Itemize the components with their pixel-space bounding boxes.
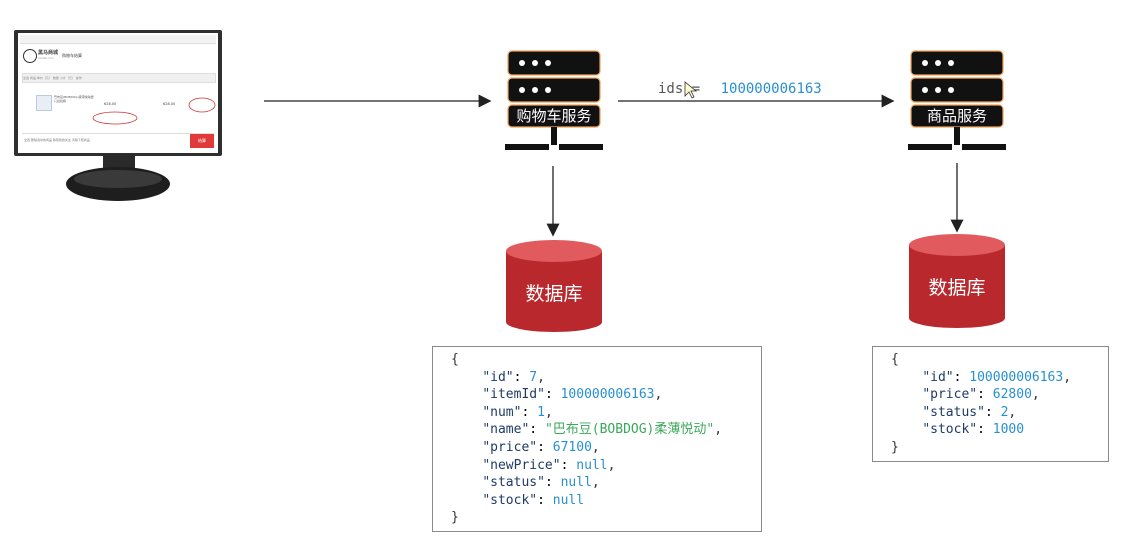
json-key: "stock"	[482, 492, 538, 508]
json-comma: ,	[607, 457, 616, 473]
json-key: "id"	[922, 369, 954, 385]
json-line: "itemId": 100000006163,	[482, 387, 663, 403]
json-comma: ,	[1008, 404, 1017, 420]
item-database-label: 数据库	[928, 277, 985, 299]
request-label: ids = 100000006163	[658, 81, 822, 97]
json-value: null	[560, 475, 592, 491]
json-line: "status": 2,	[922, 404, 1017, 420]
json-line: "price": 67100,	[482, 439, 600, 455]
item-record-json: { "id": 100000006163, "price": 62800, "s…	[872, 346, 1109, 462]
item-service-server: 商品服务	[908, 50, 1006, 150]
thumbnail-topbar	[20, 35, 216, 44]
thumbnail-bottom-bar: 全选 删除选中的商品 移到我的关注 清除下柜商品 结算	[22, 133, 214, 148]
json-line: "price": 62800,	[922, 387, 1040, 403]
thumbnail-cart-title: 购物车结算	[62, 53, 82, 58]
json-comma: ,	[591, 475, 600, 491]
cart-service-label: 购物车服务	[516, 107, 591, 125]
json-line: "name": "巴布豆(BOBDOG)柔薄悦动",	[482, 422, 723, 438]
json-comma: ,	[537, 369, 545, 385]
thumbnail-subtotal: 628.00	[163, 102, 176, 106]
json-line: "stock": 1000	[922, 422, 1025, 438]
json-value: 100000006163	[560, 387, 655, 403]
item-json-open: {	[891, 352, 899, 367]
cart-service-server: 购物车服务	[505, 50, 603, 150]
json-value: 2	[1000, 404, 1009, 420]
json-key: "newPrice"	[482, 457, 561, 473]
json-key: "itemId"	[482, 387, 545, 403]
json-line: "stock": null	[482, 492, 585, 508]
json-key: "name"	[482, 422, 530, 438]
json-value: null	[576, 457, 608, 473]
json-line: "status": null,	[482, 475, 600, 491]
thumbnail-item-image	[36, 95, 52, 111]
json-key: "price"	[922, 387, 978, 403]
mouse-cursor-icon	[684, 81, 698, 99]
thumbnail-logo	[23, 49, 37, 63]
json-comma: ,	[654, 387, 663, 403]
thumbnail-annotations	[92, 97, 216, 125]
json-key: "stock"	[922, 422, 978, 438]
thumbnail-brand: 黑马商城	[38, 50, 59, 56]
thumbnail-unit-price: 628.00	[104, 102, 117, 106]
json-line: "id": 7,	[482, 369, 545, 385]
item-service-label: 商品服务	[927, 107, 987, 125]
json-line: "newPrice": null,	[482, 457, 616, 473]
json-line: "id": 100000006163,	[922, 369, 1072, 385]
json-line: "num": 1,	[482, 404, 553, 420]
json-value: null	[552, 492, 585, 508]
item-database: 数据库	[909, 234, 1005, 328]
cart-database-label: 数据库	[525, 283, 582, 305]
json-value: 1000	[992, 422, 1025, 438]
json-value: 7	[529, 369, 538, 385]
json-comma: ,	[1063, 369, 1072, 385]
json-comma: ,	[544, 404, 553, 420]
cart-json-open: {	[451, 352, 459, 367]
json-key: "status"	[482, 475, 545, 491]
cart-page-thumbnail: 黑马商城 hmall.com 购物车结算 全选 商品 单价（元） 数量 小计（元…	[20, 35, 216, 151]
json-comma: ,	[714, 422, 723, 438]
json-value: 62800	[992, 387, 1032, 403]
json-comma: ,	[1031, 387, 1040, 403]
json-value: 100000006163	[969, 369, 1064, 385]
cart-json-close: }	[451, 510, 459, 526]
thumbnail-brand-sub: hmall.com	[38, 56, 54, 60]
thumbnail-header-row: 全选 商品 单价（元） 数量 小计（元） 操作	[22, 73, 216, 83]
json-value: 67100	[552, 439, 592, 455]
json-value: "巴布豆(BOBDOG)柔薄悦动"	[544, 422, 715, 438]
json-key: "num"	[482, 404, 522, 420]
thumbnail-item-text: 巴布豆(BOBDOG)柔薄悦动婴儿拉拉裤	[54, 95, 94, 103]
cart-database: 数据库	[506, 240, 602, 332]
thumbnail-bottom-text: 全选 删除选中的商品 移到我的关注 清除下柜商品	[24, 138, 90, 142]
thumbnail-settle-button: 结算	[190, 134, 214, 148]
request-value: 100000006163	[721, 81, 822, 97]
json-key: "price"	[482, 439, 538, 455]
item-json-close: }	[891, 439, 899, 455]
json-key: "status"	[922, 404, 985, 420]
json-value: 1	[537, 404, 545, 420]
json-key: "id"	[482, 369, 514, 385]
cart-record-json: { "id": 7, "itemId": 100000006163, "num"…	[432, 346, 762, 532]
json-comma: ,	[591, 439, 600, 455]
